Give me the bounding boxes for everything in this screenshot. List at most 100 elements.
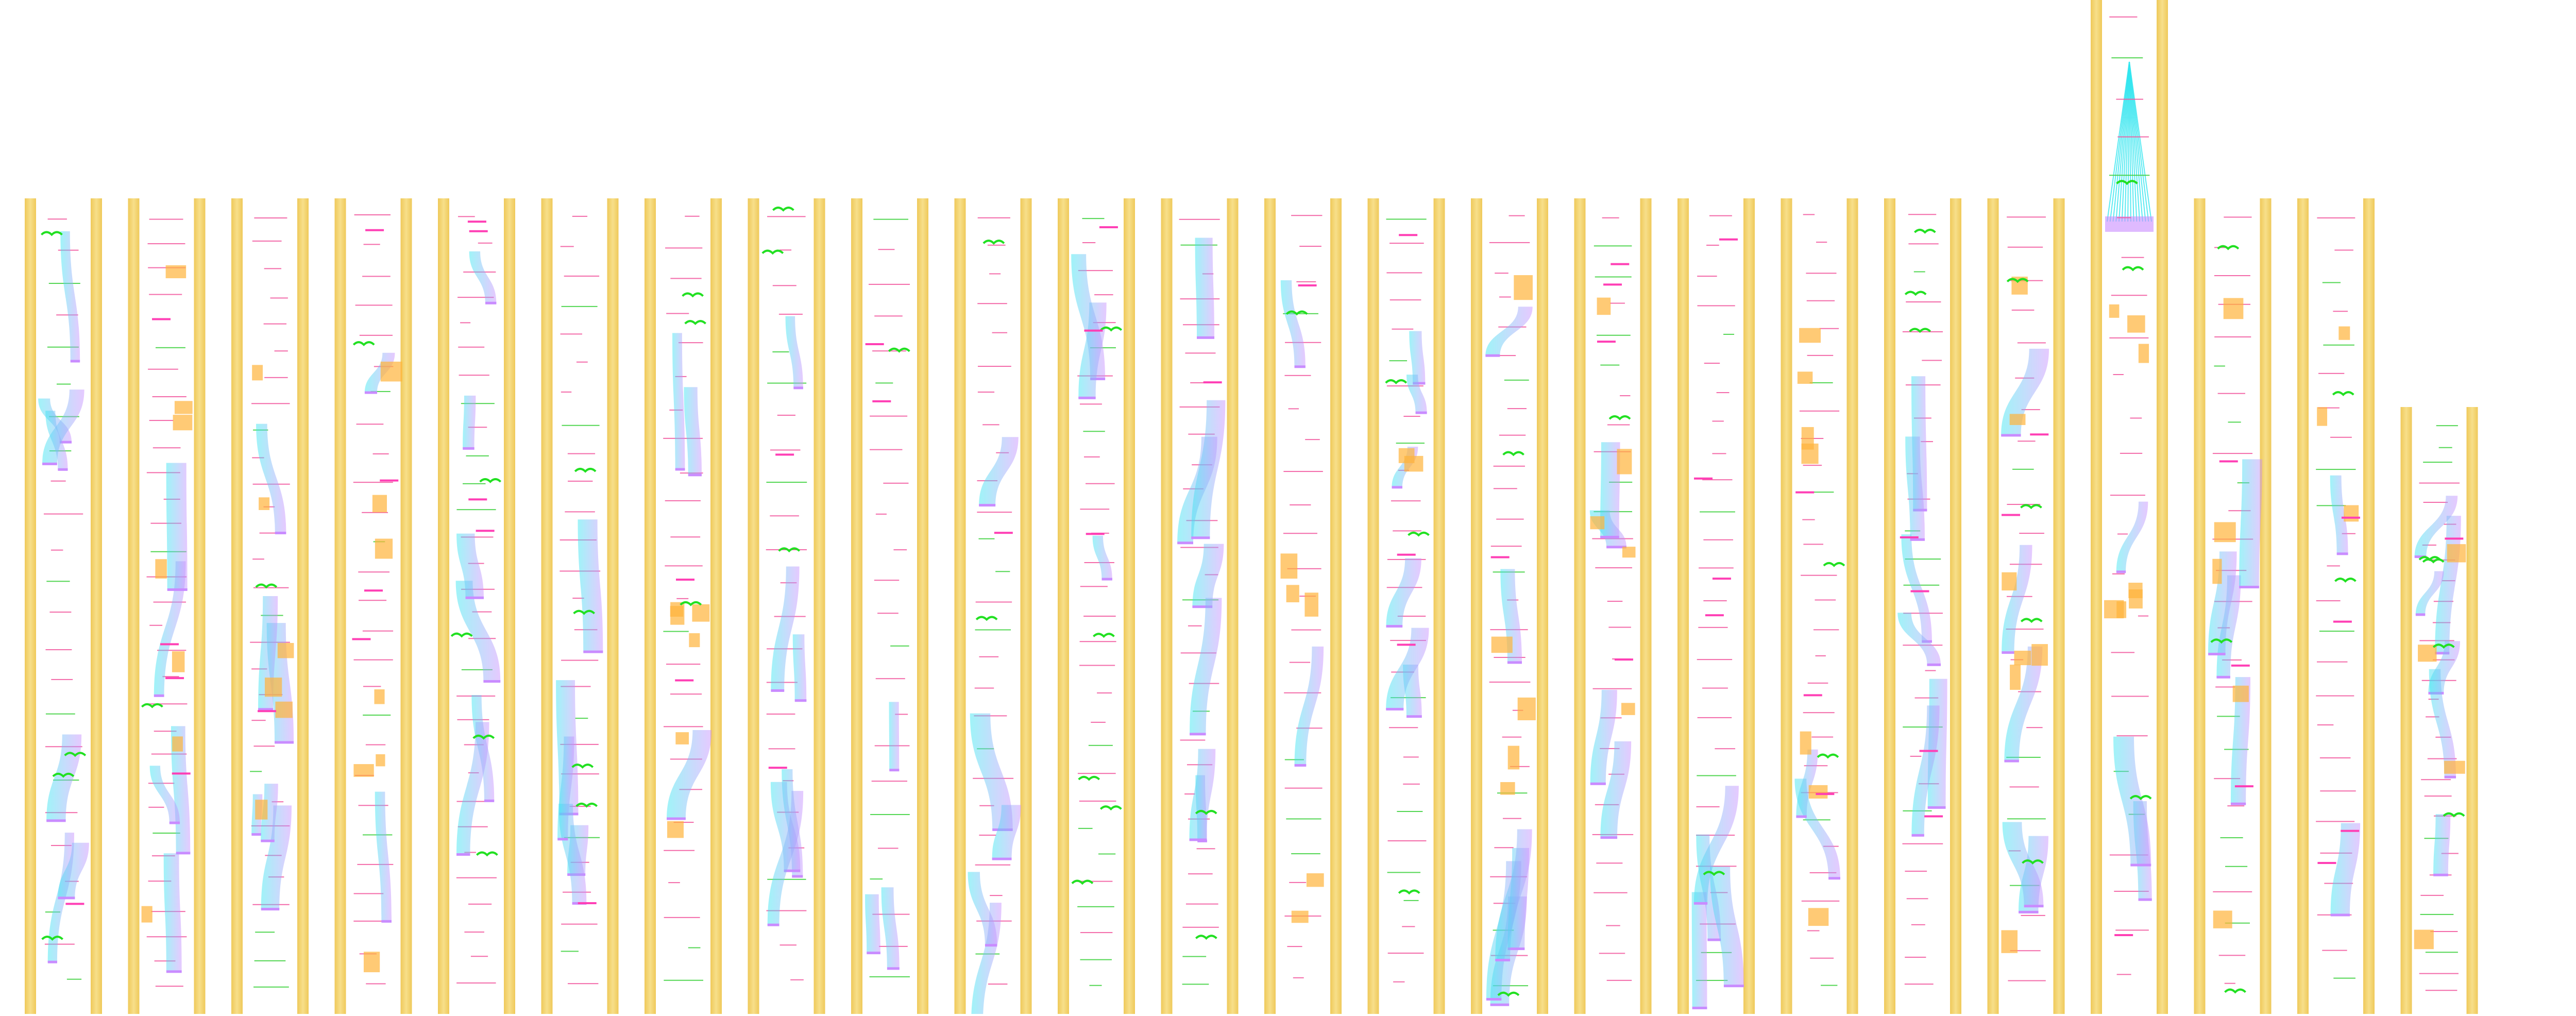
chart-11-flick-note: [1093, 633, 1115, 638]
chart-8-hold-end: [792, 875, 803, 878]
chart-3-marker-block: [259, 497, 270, 510]
chart-7-text-row: [673, 822, 694, 823]
chart-23-text-row: [2316, 505, 2346, 506]
chart-6-text-row: [576, 361, 588, 363]
chart-13-text-row: [1284, 759, 1304, 760]
chart-24-tap-note: [2445, 537, 2464, 540]
chart-17-text-row: [1702, 479, 1733, 481]
chart-12-hold-end: [1177, 541, 1193, 545]
chart-20-left-rail: [1987, 198, 1999, 1014]
chart-8-right-rail: [814, 198, 825, 1014]
chart-21-text-row: [2111, 295, 2147, 296]
chart-11-text-row: [1077, 880, 1113, 882]
chart-1-hold-note: [60, 231, 80, 362]
chart-18-marker-block: [1808, 785, 1828, 799]
chart-12-hold-end: [1191, 536, 1210, 539]
chart-12-flick-note: [1195, 935, 1217, 940]
chart-17-text-row: [1696, 979, 1728, 981]
chart-8-hold-end: [793, 386, 803, 390]
chart-19-text-row: [1922, 360, 1942, 361]
chart-2-text-row: [154, 731, 177, 732]
chart-23-text-row: [2322, 282, 2341, 283]
chart-16-text-row: [1596, 334, 1631, 336]
chart-21-text-row: [2109, 337, 2149, 338]
chart-14-text-row: [1386, 272, 1422, 274]
chart-10-text-row: [974, 687, 994, 689]
chart-18-text-row: [1815, 655, 1826, 656]
chart-7-text-row: [668, 882, 680, 884]
chart-15-right-rail: [1537, 198, 1548, 1014]
chart-17-text-row: [1703, 600, 1727, 602]
chart-18-marker-block: [1801, 443, 1819, 464]
chart-23-column: [2297, 198, 2375, 1014]
chart-3-marker-block: [252, 365, 263, 381]
chart-22-text-row: [2224, 216, 2252, 218]
chart-16-text-row: [1607, 424, 1630, 426]
chart-14-flick-note: [1408, 531, 1430, 537]
chart-15-text-row: [1502, 736, 1522, 738]
chart-8-hold-end: [767, 923, 779, 926]
chart-8-tap-note: [775, 453, 794, 456]
chart-18-marker-block: [1799, 328, 1821, 343]
chart-16-text-row: [1606, 925, 1620, 926]
chart-12-text-row: [1188, 625, 1202, 626]
chart-24-flick-note: [2432, 644, 2455, 649]
chart-5-hold-end: [485, 301, 497, 304]
chart-3-text-row: [251, 403, 290, 404]
chart-16-text-row: [1600, 748, 1620, 749]
chart-17-text-row: [1716, 392, 1730, 394]
chart-8-text-row: [770, 515, 799, 517]
chart-17-text-row: [1697, 305, 1735, 307]
chart-1-hold-end: [58, 896, 75, 900]
chart-11-left-rail: [1058, 198, 1069, 1014]
chart-18-flick-note: [1823, 562, 1845, 567]
chart-6-text-row: [561, 391, 572, 393]
chart-24-text-row: [2420, 894, 2444, 896]
chart-23-tap-note: [2333, 620, 2352, 623]
chart-23-text-row: [2327, 565, 2340, 567]
chart-2-tap-note: [172, 772, 191, 775]
chart-11-hold-end: [1078, 396, 1096, 399]
chart-24-flick-note: [2422, 558, 2445, 564]
chart-5-text-row: [457, 826, 488, 827]
chart-4-text-row: [363, 686, 381, 687]
chart-6-text-row: [561, 773, 599, 775]
chart-20-marker-block: [2031, 644, 2048, 666]
chart-24-text-row: [2427, 758, 2457, 759]
chart-13-marker-block: [1286, 585, 1299, 603]
chart-14-hold-end: [1415, 411, 1427, 414]
chart-4-text-row: [358, 571, 390, 573]
chart-14-tap-note: [1397, 644, 1416, 646]
chart-22-text-row: [2225, 922, 2250, 924]
chart-12-hold-end: [1197, 336, 1215, 339]
chart-5-hold-note: [456, 533, 484, 598]
chart-8-text-row: [772, 351, 789, 352]
chart-7-text-row: [664, 979, 703, 981]
chart-14-text-row: [1387, 840, 1427, 841]
chart-12-text-row: [1196, 848, 1215, 850]
chart-18-text-row: [1803, 544, 1823, 545]
chart-4-text-row: [372, 453, 389, 454]
chart-21-left-rail: [2091, 0, 2102, 1014]
chart-17-hold-note: [1691, 892, 1707, 1008]
chart-8-text-row: [770, 449, 801, 451]
chart-1-text-row: [44, 943, 75, 945]
chart-2-text-row: [148, 806, 164, 808]
chart-17-hold-end: [1707, 938, 1721, 941]
chart-14-hold-end: [1406, 715, 1422, 718]
chart-20-hold-note: [2004, 646, 2043, 761]
chart-1-text-row: [56, 383, 71, 385]
chart-22-left-rail: [2194, 198, 2206, 1014]
chart-22-hold-note: [2208, 551, 2237, 655]
chart-10-hold-note: [970, 713, 1013, 831]
chart-19-text-row: [1910, 755, 1922, 757]
chart-7-text-row: [663, 631, 689, 632]
chart-8-hold-note: [785, 316, 803, 388]
chart-14-text-row: [1389, 727, 1418, 729]
chart-14-hold-note: [1409, 331, 1426, 384]
chart-18-text-row: [1806, 300, 1835, 301]
chart-19-flick-note: [1904, 291, 1927, 296]
chart-21-text-row: [2117, 533, 2128, 535]
chart-22-marker-block: [2214, 522, 2236, 543]
chart-15-text-row: [1495, 273, 1509, 274]
